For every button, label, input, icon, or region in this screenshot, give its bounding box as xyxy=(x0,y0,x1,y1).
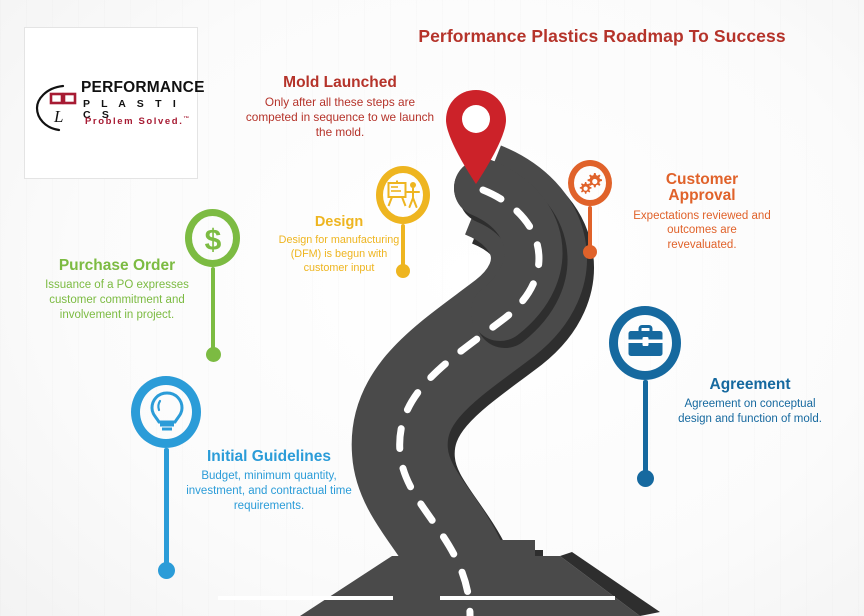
step-purchase-order-heading: Purchase Order xyxy=(58,257,176,274)
svg-text:$: $ xyxy=(205,224,222,257)
gears-icon xyxy=(579,173,602,194)
road-base-fill xyxy=(300,556,640,616)
step-design: Design Design for manufacturing (DFM) is… xyxy=(276,214,402,276)
step-mold-launched-body: Only after all these steps are competed … xyxy=(245,95,435,140)
step-initial-guidelines-heading: Initial Guidelines xyxy=(206,448,332,465)
svg-text:L: L xyxy=(53,107,63,126)
step-customer-approval-heading-line2: Approval xyxy=(668,187,736,205)
step-agreement-body: Agreement on conceptual design and funct… xyxy=(678,398,822,425)
performance-plastics-mark-icon: L xyxy=(35,84,77,132)
step-design-heading: Design xyxy=(314,214,364,230)
step-customer-approval-heading-line1: Customer xyxy=(665,171,739,188)
agreement-ring xyxy=(609,306,681,380)
trademark-symbol: ™ xyxy=(183,116,189,122)
customer-approval-stem-dot xyxy=(583,245,597,259)
logo-brand-text: PERFORMANCE xyxy=(81,79,205,96)
page-title: Performance Plastics Roadmap To Success xyxy=(418,26,786,46)
customer-approval-stem xyxy=(588,206,592,250)
logo-tagline-text: Problem Solved.™ xyxy=(85,116,189,128)
map-pin-icon xyxy=(444,88,508,186)
purchase-order-stem xyxy=(211,267,215,351)
design-ring xyxy=(376,166,430,224)
step-agreement: Agreement Agreement on conceptual design… xyxy=(672,376,828,427)
initial-guidelines-stem xyxy=(164,448,169,570)
step-customer-approval-body: Expectations reviewed and outcomes are r… xyxy=(633,209,771,251)
logo-tagline-words: Problem Solved. xyxy=(85,116,184,128)
presentation-board-icon xyxy=(387,180,420,208)
step-customer-approval: Customer Approval Expectations reviewed … xyxy=(632,171,772,253)
step-design-body: Design for manufacturing (DFM) is begun … xyxy=(278,234,400,274)
lightbulb-icon xyxy=(150,391,184,431)
initial-guidelines-ring xyxy=(131,376,201,448)
agreement-stem-dot xyxy=(637,470,654,487)
purchase-order-ring xyxy=(185,209,240,267)
step-purchase-order: Purchase Order Issuance of a PO expresse… xyxy=(34,257,200,322)
logo-subbrand-text: P L A S T I C S xyxy=(83,98,180,121)
company-logo: L PERFORMANCE P L A S T I C S Problem So… xyxy=(25,28,204,178)
agreement-stem xyxy=(643,380,648,478)
dollar-sign-icon: $ xyxy=(205,224,222,257)
design-stem xyxy=(401,224,405,269)
step-agreement-heading: Agreement xyxy=(709,376,791,393)
initial-guidelines-stem-dot xyxy=(158,562,175,579)
road-bottom-mark-left xyxy=(218,596,393,600)
step-initial-guidelines: Initial Guidelines Budget, minimum quant… xyxy=(186,448,352,513)
road-base-edge xyxy=(560,552,660,616)
customer-approval-ring xyxy=(568,160,612,206)
road-center-dashes xyxy=(396,186,543,616)
design-stem-dot xyxy=(396,264,410,278)
step-initial-guidelines-body: Budget, minimum quantity, investment, an… xyxy=(186,470,352,512)
step-purchase-order-body: Issuance of a PO expresses customer comm… xyxy=(45,279,189,321)
briefcase-icon xyxy=(628,325,663,356)
step-mold-launched-heading: Mold Launched xyxy=(283,74,397,91)
step-mold-launched: Mold Launched Only after all these steps… xyxy=(243,74,437,141)
road-bottom-mark-right xyxy=(440,596,615,600)
purchase-order-stem-dot xyxy=(206,347,221,362)
